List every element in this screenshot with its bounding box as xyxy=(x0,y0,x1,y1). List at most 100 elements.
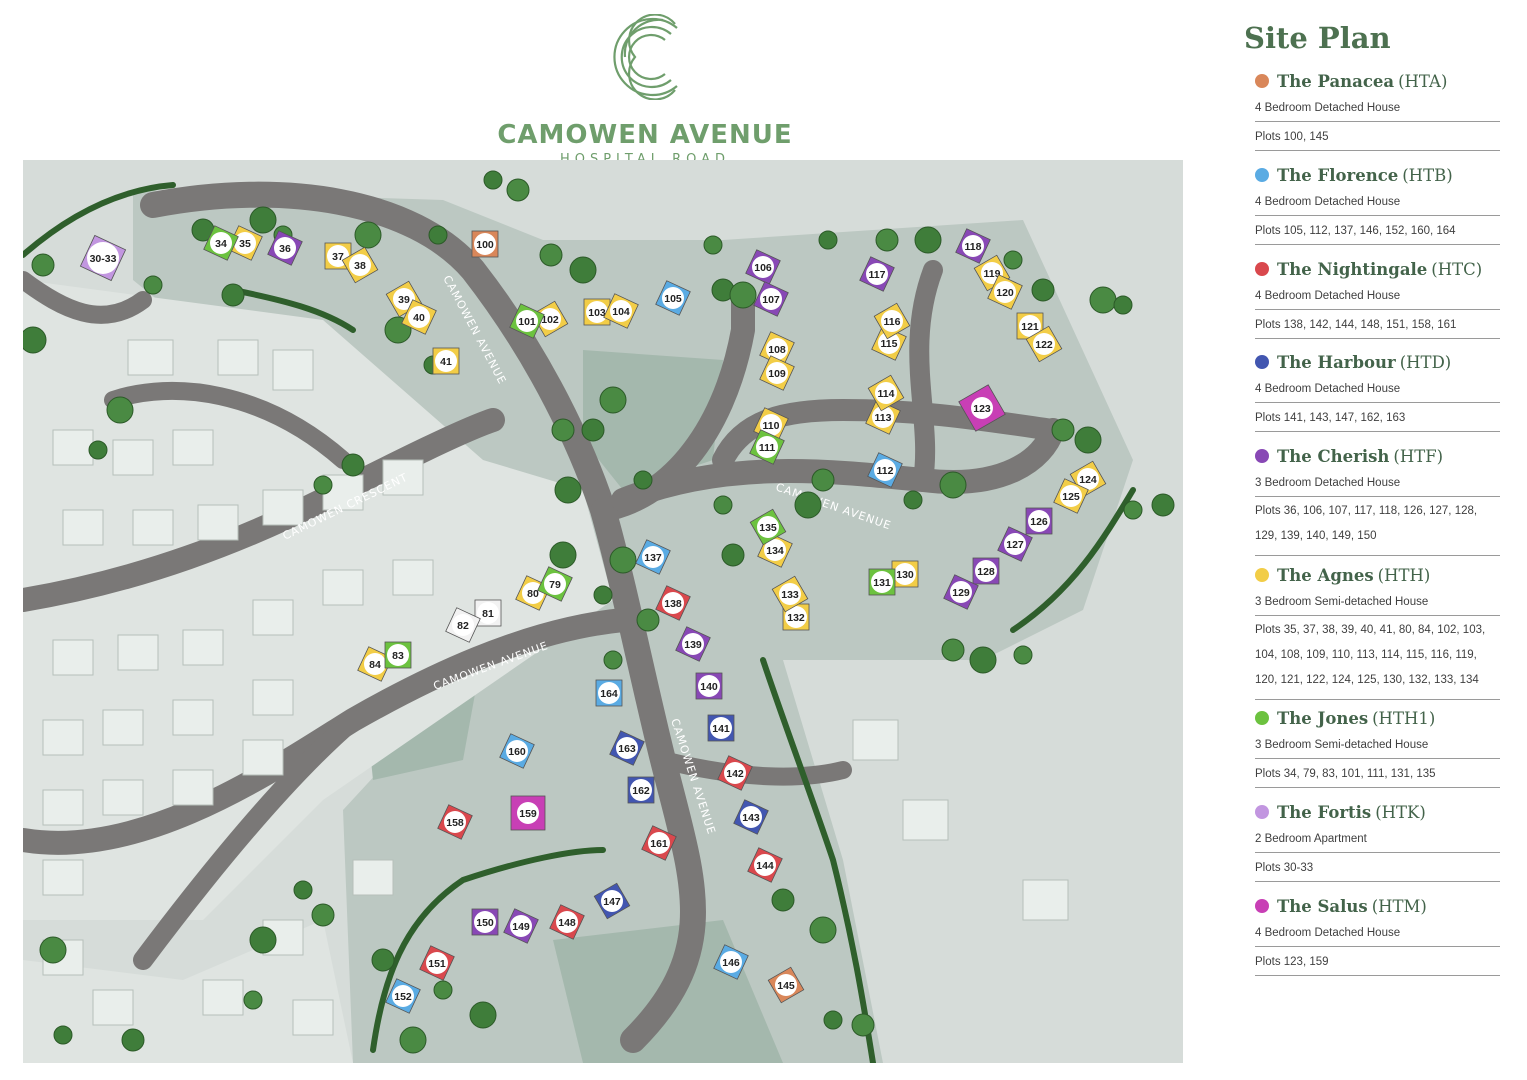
plot-123[interactable]: 123 xyxy=(958,384,1006,432)
plot-160[interactable]: 160 xyxy=(499,733,535,769)
plot-number-badge xyxy=(662,592,684,614)
plot-36[interactable]: 36 xyxy=(267,230,303,266)
plot-35[interactable]: 35 xyxy=(227,225,263,261)
plot-125[interactable]: 125 xyxy=(1053,478,1089,514)
plot-141[interactable]: 141 xyxy=(707,714,735,742)
plot-139[interactable]: 139 xyxy=(675,626,711,662)
plot-107[interactable]: 107 xyxy=(753,281,789,317)
plot-132[interactable]: 132 xyxy=(782,603,810,631)
plot-137[interactable]: 137 xyxy=(635,539,671,575)
plot-161[interactable]: 161 xyxy=(641,825,677,861)
plot-101[interactable]: 101 xyxy=(509,303,545,339)
plot-143[interactable]: 143 xyxy=(733,799,769,835)
plot-147[interactable]: 147 xyxy=(593,882,631,920)
plot-number-badge xyxy=(474,911,496,933)
house-description: 4 Bedroom Detached House xyxy=(1255,190,1500,216)
plot-140[interactable]: 140 xyxy=(695,672,723,700)
plot-number: 146 xyxy=(722,957,740,969)
plot-number: 83 xyxy=(392,650,404,662)
plot-38[interactable]: 38 xyxy=(341,246,379,284)
house-type-agnes[interactable]: The Agnes(HTH) 3 Bedroom Semi-detached H… xyxy=(1255,562,1500,705)
plot-144[interactable]: 144 xyxy=(747,847,783,883)
plot-162[interactable]: 162 xyxy=(627,776,655,804)
plot-number-badge xyxy=(1004,533,1026,555)
plot-146[interactable]: 146 xyxy=(713,944,749,980)
plot-117[interactable]: 117 xyxy=(859,256,895,292)
tree-icon xyxy=(53,1025,73,1045)
house-type-nightingale[interactable]: The Nightingale(HTC) 4 Bedroom Detached … xyxy=(1255,256,1500,350)
house-type-florence[interactable]: The Florence(HTB) 4 Bedroom Detached Hou… xyxy=(1255,162,1500,256)
plot-111[interactable]: 111 xyxy=(749,429,785,465)
plot-126[interactable]: 126 xyxy=(1025,507,1053,535)
plot-103[interactable]: 103 xyxy=(583,298,611,326)
plot-40[interactable]: 40 xyxy=(401,299,437,335)
plot-82[interactable]: 82 xyxy=(445,607,481,643)
plot-158[interactable]: 158 xyxy=(437,804,473,840)
plot-145[interactable]: 145 xyxy=(767,966,805,1004)
plot-84[interactable]: 84 xyxy=(357,646,393,682)
plot-151[interactable]: 151 xyxy=(419,945,455,981)
house-plots: Plots 141, 143, 147, 162, 163 xyxy=(1255,403,1500,433)
tree-icon xyxy=(729,281,757,309)
plot-number-badge xyxy=(408,306,430,328)
plot-112[interactable]: 112 xyxy=(867,452,903,488)
plot-138[interactable]: 138 xyxy=(655,585,691,621)
plot-41[interactable]: 41 xyxy=(432,347,460,375)
tree-icon xyxy=(581,418,605,442)
plot-108[interactable]: 108 xyxy=(759,331,795,367)
plot-152[interactable]: 152 xyxy=(385,978,421,1014)
house-type-jones[interactable]: The Jones(HTH1) 3 Bedroom Semi-detached … xyxy=(1255,705,1500,799)
plot-142[interactable]: 142 xyxy=(717,755,753,791)
plot-150[interactable]: 150 xyxy=(471,908,499,936)
plot-115[interactable]: 115 xyxy=(871,325,907,361)
plot-128[interactable]: 128 xyxy=(972,557,1000,585)
plot-127[interactable]: 127 xyxy=(997,526,1033,562)
house-description: 3 Bedroom Semi-detached House xyxy=(1255,590,1500,617)
plot-129[interactable]: 129 xyxy=(943,574,979,610)
plot-113[interactable]: 113 xyxy=(865,399,901,435)
plot-109[interactable]: 109 xyxy=(759,355,795,391)
plot-79[interactable]: 79 xyxy=(537,566,573,602)
plot-number: 141 xyxy=(712,723,730,735)
plot-114[interactable]: 114 xyxy=(867,374,905,412)
house-type-cherish[interactable]: The Cherish(HTF) 3 Bedroom Detached Hous… xyxy=(1255,443,1500,562)
plot-83[interactable]: 83 xyxy=(384,641,412,669)
site-map[interactable]: CAMOWEN AVENUE CAMOWEN AVENUE CAMOWEN AV… xyxy=(23,160,1183,1063)
plot-number-badge xyxy=(710,717,732,739)
plot-105[interactable]: 105 xyxy=(655,280,691,316)
plot-number-badge xyxy=(874,459,896,481)
plot-layer: 1001451051121371461521601641381421441481… xyxy=(79,225,1107,1014)
tree-icon xyxy=(903,490,923,510)
plot-135[interactable]: 135 xyxy=(749,508,787,546)
plot-106[interactable]: 106 xyxy=(745,249,781,285)
plot-81[interactable]: 81 xyxy=(474,599,502,627)
plot-159[interactable]: 159 xyxy=(510,795,546,831)
house-type-salus[interactable]: The Salus(HTM) 4 Bedroom Detached House … xyxy=(1255,893,1500,987)
plot-34[interactable]: 34 xyxy=(203,225,239,261)
plot-30-33[interactable]: 30-33 xyxy=(79,234,127,282)
plot-133[interactable]: 133 xyxy=(771,575,809,613)
plot-163[interactable]: 163 xyxy=(609,730,645,766)
plot-100[interactable]: 100 xyxy=(471,230,499,258)
agnes-color-dot-icon xyxy=(1255,568,1269,583)
plot-130[interactable]: 130 xyxy=(891,560,919,588)
tree-icon xyxy=(539,243,563,267)
plot-131[interactable]: 131 xyxy=(868,568,896,596)
plot-118[interactable]: 118 xyxy=(955,228,991,264)
plot-120[interactable]: 120 xyxy=(987,274,1023,310)
plot-number-badge xyxy=(720,951,742,973)
house-type-fortis[interactable]: The Fortis(HTK) 2 Bedroom Apartment Plot… xyxy=(1255,799,1500,893)
plot-121[interactable]: 121 xyxy=(1016,312,1044,340)
plot-number-badge xyxy=(1060,485,1082,507)
plot-164[interactable]: 164 xyxy=(595,679,623,707)
plot-number-badge xyxy=(682,633,704,655)
plot-149[interactable]: 149 xyxy=(503,908,539,944)
plot-148[interactable]: 148 xyxy=(549,904,585,940)
house-type-panacea[interactable]: The Panacea(HTA) 4 Bedroom Detached Hous… xyxy=(1255,68,1500,162)
plot-104[interactable]: 104 xyxy=(603,293,639,329)
house-type-harbour[interactable]: The Harbour(HTD) 4 Bedroom Detached Hous… xyxy=(1255,349,1500,443)
plot-number: 135 xyxy=(759,522,777,534)
plot-number: 124 xyxy=(1079,474,1097,486)
plot-116[interactable]: 116 xyxy=(873,302,911,340)
plot-122[interactable]: 122 xyxy=(1025,325,1063,363)
